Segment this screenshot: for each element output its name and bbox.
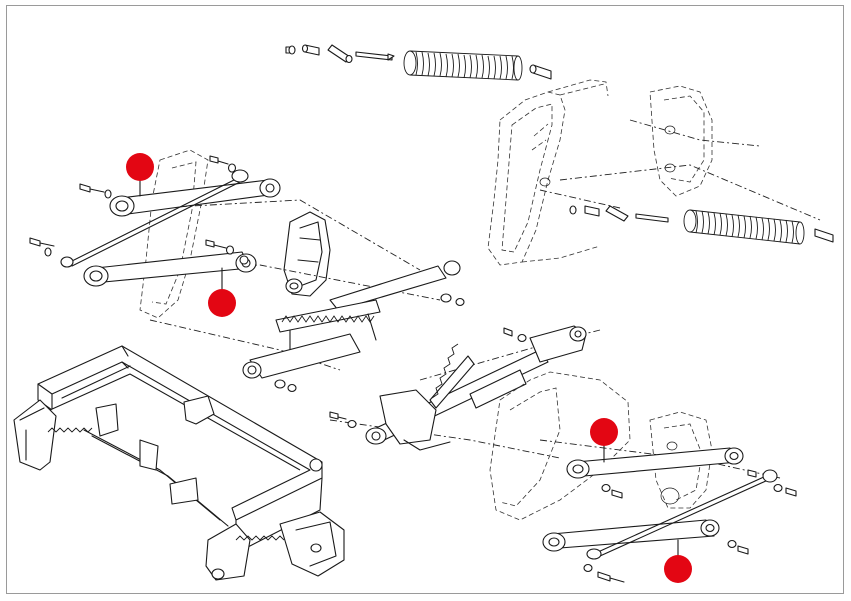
upper-left-link-assembly (29, 149, 441, 371)
hotspot-marker[interactable] (664, 555, 692, 583)
hotspot-marker[interactable] (126, 153, 154, 181)
upper-right-bracket-ghost (487, 79, 821, 266)
center-boom-assembly (329, 325, 601, 459)
diagram-frame (6, 5, 844, 594)
hotspot-marker[interactable] (208, 289, 236, 317)
hotspot-marker[interactable] (590, 418, 618, 446)
hotspot-markers (126, 153, 692, 583)
lower-right-link-assembly (489, 371, 797, 583)
main-frame (13, 345, 345, 581)
mid-left-spring-pivot (242, 299, 381, 393)
center-pivot-bracket (283, 211, 465, 311)
right-spring-kit (569, 205, 834, 245)
top-spring-kit (285, 44, 552, 81)
